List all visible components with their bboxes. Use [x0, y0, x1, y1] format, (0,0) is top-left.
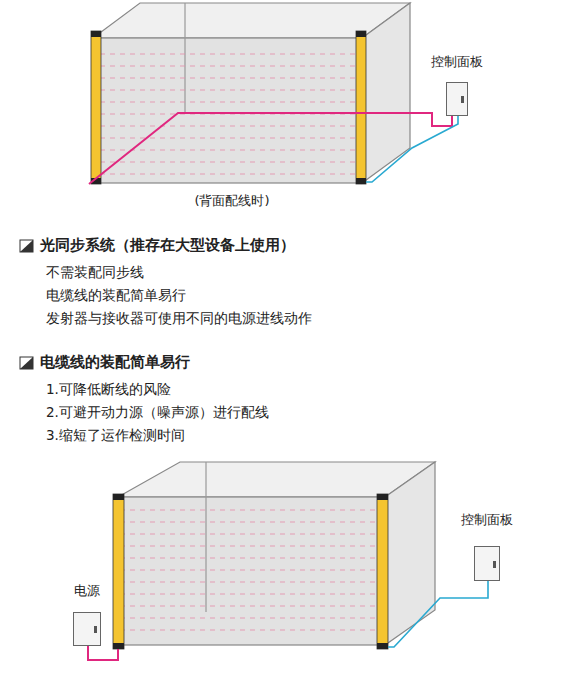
cabinet-outline [73, 612, 101, 646]
cabinet-handle [94, 626, 97, 633]
box-label: 控制面板 [431, 53, 483, 71]
enclosure-bottom [88, 462, 488, 660]
control-box: 控制面板 [461, 511, 513, 581]
list-item: 2.可避开动力源（噪声源）进行配线 [46, 404, 269, 422]
heading-icon [20, 240, 33, 369]
cabinet-outline [474, 546, 500, 581]
control-box: 电源 [73, 582, 101, 646]
cabinet-handle [461, 96, 464, 103]
box-label: 电源 [74, 582, 100, 600]
bullet-text: 发射器与接收器可使用不同的电源进线动作 [46, 310, 312, 328]
section-heading: 光同步系统（推存在大型设备上使用） [40, 236, 295, 255]
bullet-text: 不需装配同步线 [46, 264, 144, 282]
control-box: 控制面板 [431, 53, 483, 116]
list-item: 1.可降低断线的风险 [46, 381, 171, 399]
enclosure-top [89, 3, 458, 184]
list-item: 3.缩短了运作检测时间 [46, 427, 185, 445]
cabinet-handle [493, 561, 496, 568]
bullet-text: 电缆线的装配简单易行 [46, 287, 186, 305]
cabinet-outline [446, 82, 468, 116]
section-heading: 电缆线的装配简单易行 [40, 353, 190, 372]
caption-note: (背面配线时) [194, 192, 269, 210]
box-label: 控制面板 [461, 511, 513, 529]
